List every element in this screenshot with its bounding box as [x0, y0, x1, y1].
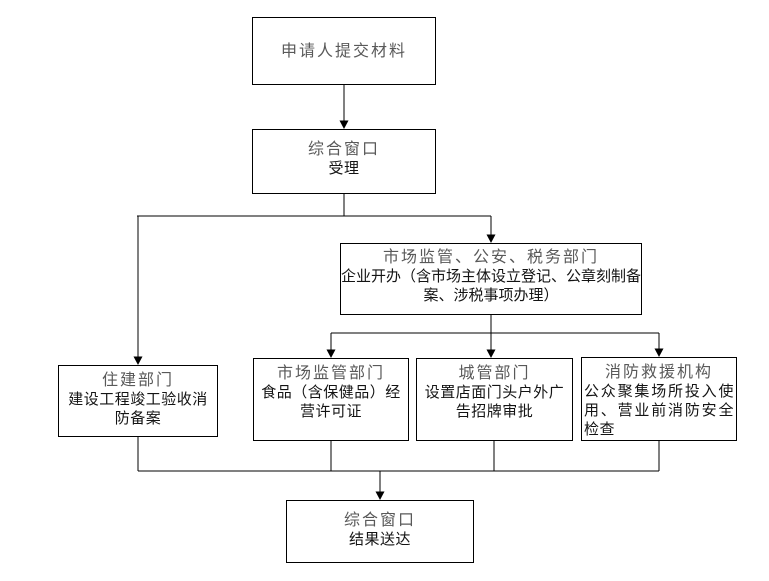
node-body: 建设工程竣工验收消防备案 — [68, 391, 208, 427]
flow-node-market-reg: 市场监管部门 食品（含保健品）经营许可证 — [253, 358, 409, 441]
node-title: 住建部门 — [101, 370, 174, 389]
flow-node-window-accept: 综合窗口 受理 — [252, 129, 436, 194]
flow-node-fire-rescue: 消防救援机构 公众聚集场所投入使用、营业前消防安全检查 — [581, 357, 737, 441]
flow-node-applicant: 申请人提交材料 — [252, 17, 436, 85]
node-title: 综合窗口 — [307, 139, 380, 158]
flow-node-housing: 住建部门 建设工程竣工验收消防备案 — [58, 365, 218, 437]
node-title: 城管部门 — [458, 363, 531, 382]
node-body: 受理 — [328, 160, 360, 177]
arrowhead-to-market-reg — [326, 349, 336, 358]
node-body: 公众聚集场所投入使用、营业前消防安全检查 — [584, 383, 734, 438]
node-title: 市场监管、公安、税务部门 — [382, 247, 599, 266]
arrowhead-to-deliver — [375, 491, 385, 500]
arrowhead-to-fire — [654, 348, 664, 357]
node-title: 市场监管部门 — [276, 363, 385, 382]
flow-node-window-deliver: 综合窗口 结果送达 — [286, 500, 474, 563]
node-body: 企业开办（含市场主体设立登记、公章刻制备案、涉税事项办理） — [341, 268, 642, 304]
node-title: 申请人提交材料 — [280, 41, 407, 60]
arrowhead-to-accept — [339, 120, 349, 129]
arrowhead-to-market — [486, 234, 496, 243]
node-body: 结果送达 — [348, 531, 411, 548]
node-title: 综合窗口 — [343, 510, 416, 529]
flow-node-market-police-tax: 市场监管、公安、税务部门 企业开办（含市场主体设立登记、公章刻制备案、涉税事项办… — [340, 243, 642, 315]
flow-node-urban-mgmt: 城管部门 设置店面门头户外广告招牌审批 — [416, 358, 573, 441]
node-title: 消防救援机构 — [604, 362, 713, 381]
arrowhead-to-urban — [486, 349, 496, 358]
node-body: 设置店面门头户外广告招牌审批 — [424, 384, 565, 420]
arrowhead-to-housing — [133, 356, 143, 365]
node-body: 食品（含保健品）经营许可证 — [261, 384, 401, 420]
